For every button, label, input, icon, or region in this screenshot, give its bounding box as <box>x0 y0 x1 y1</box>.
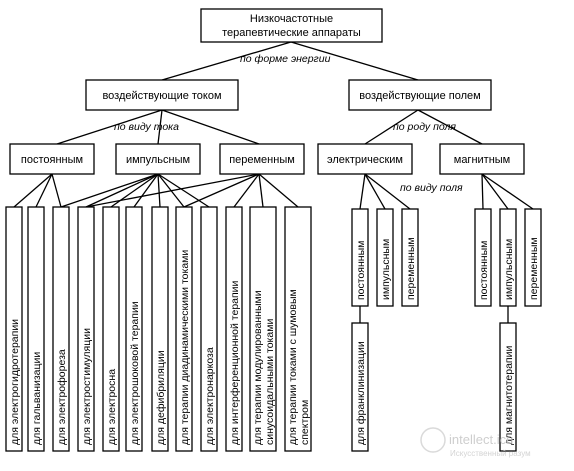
electric-leaf-franklinization: для франклинизации <box>351 322 369 452</box>
current-leaf-11-label: синусоидальными токами <box>264 319 276 445</box>
node-constant-current: постоянным <box>9 143 95 175</box>
current-leaf-11-label: для терапии модулированными <box>252 290 264 445</box>
magnetic-leaf-magnetotherapy-label: для магнитотерапии <box>503 346 515 445</box>
field-apparatus-leaves: постоянным импульсным переменным для франкл… <box>351 208 542 452</box>
edge-label-field-type: по виду поля <box>400 182 463 194</box>
magnetic-child-2: импульсным <box>499 208 517 307</box>
current-leaf-4: для электростимуляции <box>77 206 95 452</box>
current-leaf-5-label: для электросна <box>106 369 118 445</box>
root-title-line1: Низкочастотные <box>250 13 333 25</box>
watermark: intellect.icu Искусственный разум <box>420 427 531 458</box>
magnetic-child-1-label: постоянным <box>478 241 490 300</box>
current-leaf-6: для электрошоковой терапии <box>125 206 143 452</box>
current-leaf-8-label: для терапии диадинамическими токами <box>179 250 191 445</box>
current-leaf-12-label: спектром <box>299 400 311 445</box>
watermark-logo-text: intellect.icu <box>449 432 513 447</box>
root-node: Низкочастотные терапевтические аппараты <box>200 8 383 43</box>
current-leaf-2-label: для гальванизации <box>31 352 43 445</box>
magnetic-child-2-label: импульсным <box>503 239 515 300</box>
magnetic-child-1: постоянным <box>474 208 492 307</box>
current-leaf-10: для интерференционной терапии <box>225 206 243 452</box>
current-leaf-3: для электрофореза <box>52 206 70 452</box>
electric-child-3-label: переменным <box>405 237 417 300</box>
current-leaf-7-label: для дефибриляции <box>155 350 167 445</box>
edge-label-energy-form: по форме энергии <box>240 53 331 65</box>
current-leaf-3-label: для электрофореза <box>56 349 68 445</box>
magnetic-child-3: переменным <box>524 208 542 307</box>
electric-child-3: переменным <box>401 208 419 307</box>
watermark-logo-icon <box>420 427 446 453</box>
current-leaf-1-label: для электрогидротерапии <box>9 319 21 445</box>
node-electric-field-label: электрическим <box>327 154 403 166</box>
electric-child-1-label: постоянным <box>355 241 367 300</box>
current-apparatus-leaves: для электрогидротерапии для гальванизации… <box>5 206 312 452</box>
magnetic-child-3-label: переменным <box>528 237 540 300</box>
current-leaf-12-label: для терапии токами с шумовым <box>287 289 299 445</box>
current-leaf-4-label: для электростимуляции <box>81 328 93 445</box>
current-leaf-7: для дефибриляции <box>151 206 169 452</box>
electric-child-2-label: импульсным <box>380 239 392 300</box>
current-leaf-1: для электрогидротерапии <box>5 206 23 452</box>
electric-child-1: постоянным <box>351 208 369 307</box>
node-alternating-current: переменным <box>219 143 305 175</box>
edge-label-field-kind: по роду поля <box>393 121 456 133</box>
node-electric-field: электрическим <box>317 143 413 175</box>
node-magnetic-field: магнитным <box>439 143 525 175</box>
current-leaf-2: для гальванизации <box>27 206 45 452</box>
node-pulse-current-label: импульсным <box>126 154 190 166</box>
node-alternating-current-label: переменным <box>229 154 295 166</box>
node-magnetic-field-label: магнитным <box>454 154 511 166</box>
node-field-label: воздействующие полем <box>359 90 480 102</box>
node-field: воздействующие полем <box>348 79 492 111</box>
node-pulse-current: импульсным <box>115 143 201 175</box>
node-constant-current-label: постоянным <box>21 154 83 166</box>
current-leaf-6-label: для электрошоковой терапии <box>129 301 141 445</box>
root-title-line2: терапевтические аппараты <box>222 27 361 39</box>
current-leaf-10-label: для интерференционной терапии <box>229 280 241 445</box>
magnetic-leaf-magnetotherapy: для магнитотерапии <box>499 322 517 452</box>
electric-leaf-franklinization-label: для франклинизации <box>355 341 367 445</box>
current-leaf-9: для электронаркоза <box>200 206 218 452</box>
edge-label-current-type: по виду тока <box>114 121 179 133</box>
watermark-subtitle: Искусственный разум <box>450 449 531 458</box>
current-leaf-8: для терапии диадинамическими токами <box>175 206 193 452</box>
connector-lines <box>13 41 534 323</box>
node-current: воздействующие током <box>85 79 239 111</box>
current-leaf-5: для электросна <box>102 206 120 452</box>
electric-child-2: импульсным <box>376 208 394 307</box>
current-leaf-9-label: для электронаркоза <box>204 347 216 445</box>
node-current-label: воздействующие током <box>102 90 221 102</box>
